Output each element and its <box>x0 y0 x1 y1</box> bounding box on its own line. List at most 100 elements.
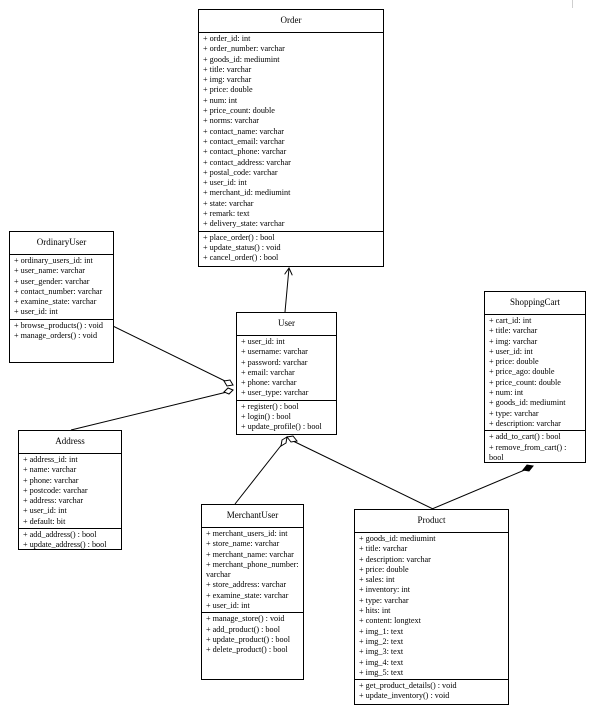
class-shopping-cart-methods: + add_to_cart() : bool+ remove_from_cart… <box>485 431 585 464</box>
assoc-product-cart <box>431 468 528 510</box>
attribute-row: + ordinary_users_id: int <box>14 256 93 265</box>
class-user-title: User <box>237 313 336 336</box>
attribute-row: + email: varchar <box>241 367 295 377</box>
method-row: + update_inventory() : void <box>359 691 450 701</box>
method-row: + update_address() : bool <box>23 540 107 550</box>
attribute-row: + merchant_phone_number: varchar <box>206 559 301 580</box>
method-row: + login() : bool <box>241 412 291 422</box>
attribute-row: + price_count: double <box>489 377 561 387</box>
attribute-row: + username: varchar <box>241 347 308 357</box>
attribute-row: + user_gender: varchar <box>14 276 90 286</box>
attribute-row: + user_id: int <box>23 506 67 516</box>
attribute-row: + type: varchar <box>489 408 539 418</box>
attribute-row: + img: varchar <box>489 336 538 346</box>
attribute-row: + description: varchar <box>489 418 561 428</box>
attribute-row: + user_type: varchar <box>241 388 309 398</box>
attribute-row: + img: varchar <box>203 75 252 85</box>
class-ordinary-user-methods: + browse_products() : void+ manage_order… <box>10 320 113 343</box>
attribute-row: + goods_id: mediumint <box>203 54 280 64</box>
attribute-row: + description: varchar <box>359 554 431 564</box>
attribute-row: + img_2: text <box>359 636 404 646</box>
attribute-row: + img_1: text <box>359 626 404 636</box>
attribute-row: + user_name: varchar <box>14 266 85 276</box>
method-row: + get_product_details() : void <box>359 681 457 691</box>
attribute-row: + default: bit <box>23 516 66 526</box>
class-user[interactable]: User + user_id: int+ username: varchar+ … <box>236 312 337 435</box>
assoc-user-order <box>285 268 289 313</box>
attribute-row: + order_id: int <box>203 34 251 43</box>
attribute-row: + address: varchar <box>23 496 84 506</box>
aggregation-diamond-product <box>286 435 298 443</box>
attribute-row: + price_count: double <box>203 106 275 116</box>
class-user-methods: + register() : bool+ login() : bool+ upd… <box>237 401 336 434</box>
attribute-row: + address_id: int <box>23 455 78 464</box>
method-row: + manage_orders() : void <box>14 331 98 341</box>
attribute-row: + contact_email: varchar <box>203 136 285 146</box>
method-row: + register() : bool <box>241 401 299 411</box>
class-merchant-user[interactable]: MerchantUser + merchant_users_id: int+ s… <box>201 504 304 680</box>
class-address-attributes: + address_id: int+ name: varchar+ phone:… <box>19 454 121 530</box>
method-row: + remove_from_cart() : bool <box>489 442 569 462</box>
attribute-row: + merchant_name: varchar <box>206 549 294 559</box>
attribute-row: + name: varchar <box>23 465 77 475</box>
class-address-title: Address <box>19 431 121 454</box>
attribute-row: + user_id: int <box>241 337 285 346</box>
class-address[interactable]: Address + address_id: int+ name: varchar… <box>18 430 122 550</box>
attribute-row: + user_id: int <box>206 601 250 611</box>
class-ordinary-user-title: OrdinaryUser <box>10 232 113 255</box>
method-row: + add_to_cart() : bool <box>489 432 561 442</box>
aggregation-diamond-ordinaryuser <box>223 379 234 387</box>
attribute-row: + merchant_id: mediumint <box>203 188 291 198</box>
attribute-row: + contact_number: varchar <box>14 286 103 296</box>
class-user-attributes: + user_id: int+ username: varchar+ passw… <box>237 336 336 401</box>
page-corner-mark <box>572 0 573 8</box>
attribute-row: + password: varchar <box>241 357 308 367</box>
attribute-row: + price: double <box>489 357 539 367</box>
attribute-row: + merchant_users_id: int <box>206 529 288 538</box>
class-shopping-cart[interactable]: ShoppingCart + cart_id: int+ title: varc… <box>484 291 586 463</box>
composition-diamond-cart <box>522 464 534 472</box>
attribute-row: + phone: varchar <box>23 475 79 485</box>
attribute-row: + remark: text <box>203 209 250 219</box>
method-row: + add_product() : bool <box>206 624 280 634</box>
attribute-row: + type: varchar <box>359 595 409 605</box>
attribute-row: + examine_state: varchar <box>206 590 289 600</box>
attribute-row: + content: longtext <box>359 616 421 626</box>
class-merchant-user-title: MerchantUser <box>202 505 303 528</box>
attribute-row: + postal_code: varchar <box>203 167 278 177</box>
method-row: + manage_store() : void <box>206 614 285 624</box>
class-product-title: Product <box>355 510 508 533</box>
method-row: + place_order() : bool <box>203 232 275 242</box>
attribute-row: + postcode: varchar <box>23 485 88 495</box>
attribute-row: + img_3: text <box>359 647 404 657</box>
attribute-row: + sales: int <box>359 575 395 585</box>
attribute-row: + title: varchar <box>489 326 538 336</box>
attribute-row: + contact_name: varchar <box>203 126 284 136</box>
attribute-row: + price: double <box>203 85 253 95</box>
attribute-row: + user_id: int <box>203 178 247 188</box>
attribute-row: + goods_id: mediumint <box>359 534 436 543</box>
method-row: + update_profile() : bool <box>241 422 322 432</box>
class-shopping-cart-attributes: + cart_id: int+ title: varchar+ img: var… <box>485 315 585 432</box>
attribute-row: + examine_state: varchar <box>14 297 97 307</box>
class-product[interactable]: Product + goods_id: mediumint+ title: va… <box>354 509 509 705</box>
attribute-row: + img_4: text <box>359 657 404 667</box>
aggregation-diamond-address <box>223 387 234 395</box>
method-row: + cancel_order() : bool <box>203 253 279 263</box>
attribute-row: + num: int <box>203 95 238 105</box>
attribute-row: + order_number: varchar <box>203 44 285 54</box>
attribute-row: + img_5: text <box>359 667 404 677</box>
attribute-row: + user_id: int <box>489 346 533 356</box>
attribute-row: + title: varchar <box>359 544 408 554</box>
class-order-attributes: + order_id: int+ order_number: varchar+ … <box>199 33 383 232</box>
class-product-attributes: + goods_id: mediumint+ title: varchar+ d… <box>355 533 508 681</box>
class-ordinary-user[interactable]: OrdinaryUser + ordinary_users_id: int+ u… <box>9 231 114 363</box>
attribute-row: + norms: varchar <box>203 116 259 126</box>
class-shopping-cart-title: ShoppingCart <box>485 292 585 315</box>
attribute-row: + state: varchar <box>203 198 254 208</box>
class-order[interactable]: Order + order_id: int+ order_number: var… <box>198 9 384 267</box>
class-merchant-user-attributes: + merchant_users_id: int+ store_name: va… <box>202 528 303 614</box>
class-address-methods: + add_address() : bool+ update_address()… <box>19 529 121 552</box>
attribute-row: + inventory: int <box>359 585 411 595</box>
attribute-row: + num: int <box>489 388 524 398</box>
